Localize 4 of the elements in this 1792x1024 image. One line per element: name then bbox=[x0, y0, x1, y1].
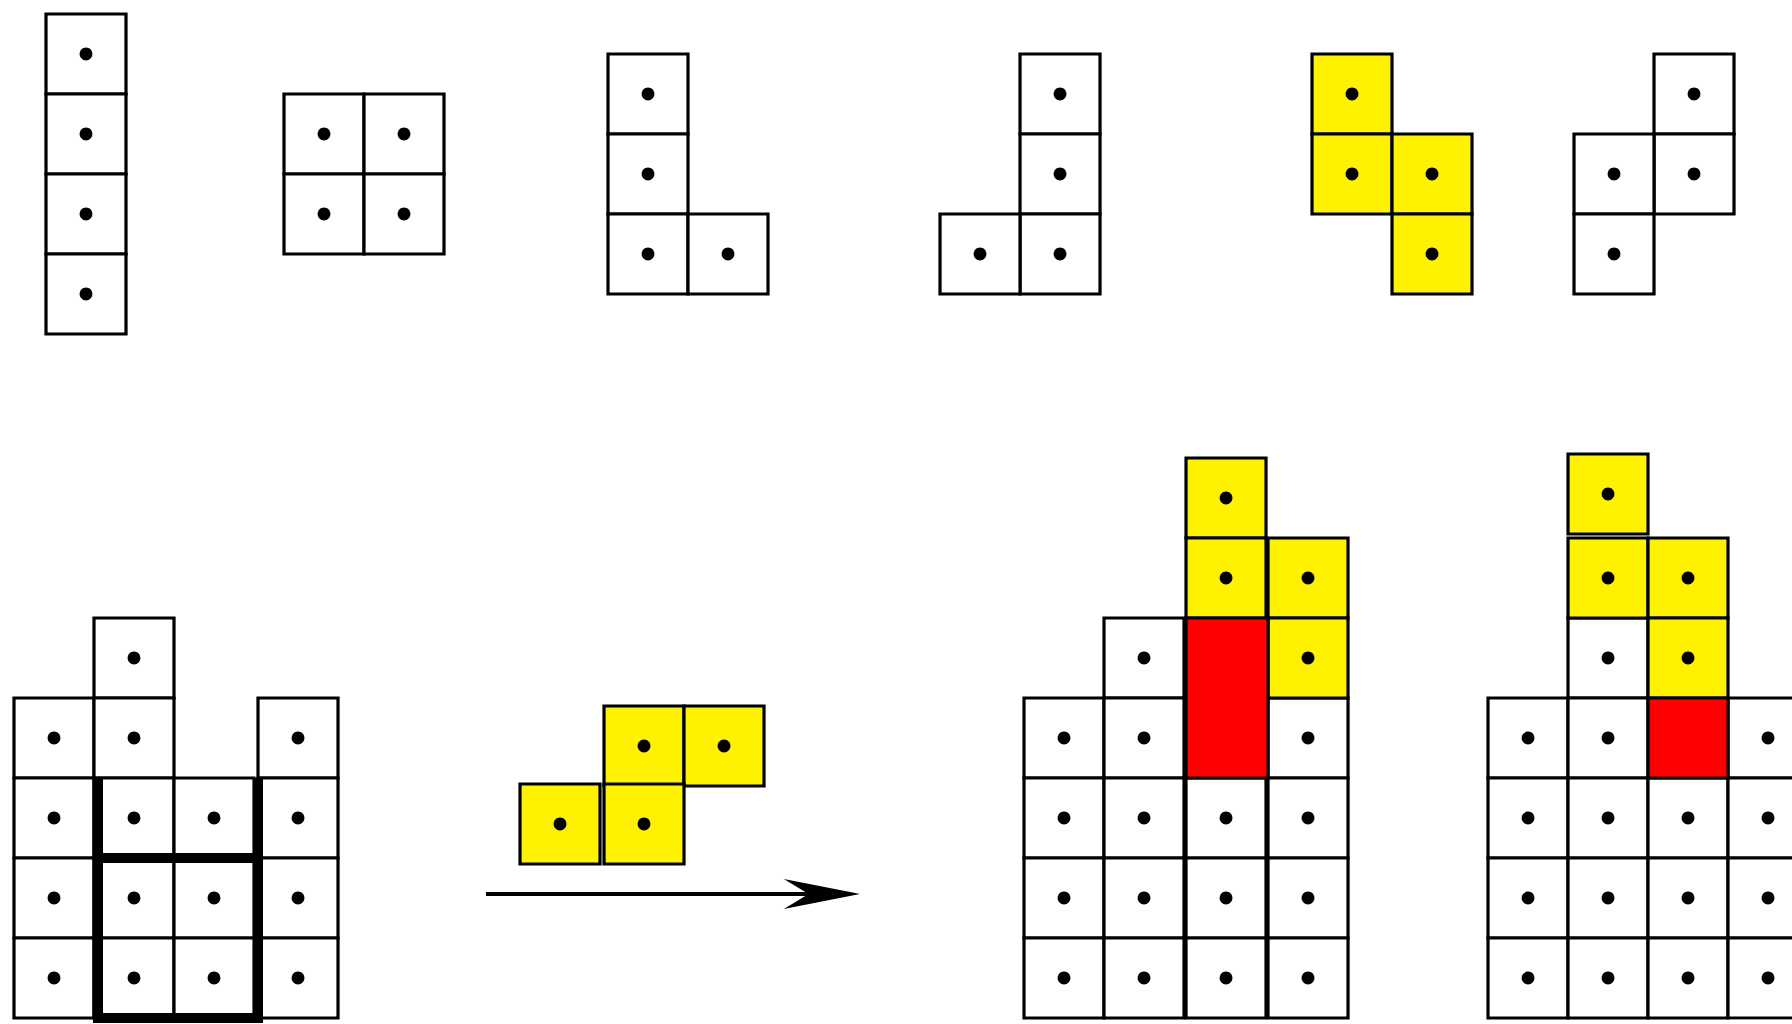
board-drawing bbox=[12, 616, 340, 1023]
board-drawing bbox=[518, 704, 766, 866]
board-drawing bbox=[1022, 456, 1350, 1020]
board-drawing bbox=[1486, 452, 1792, 1020]
